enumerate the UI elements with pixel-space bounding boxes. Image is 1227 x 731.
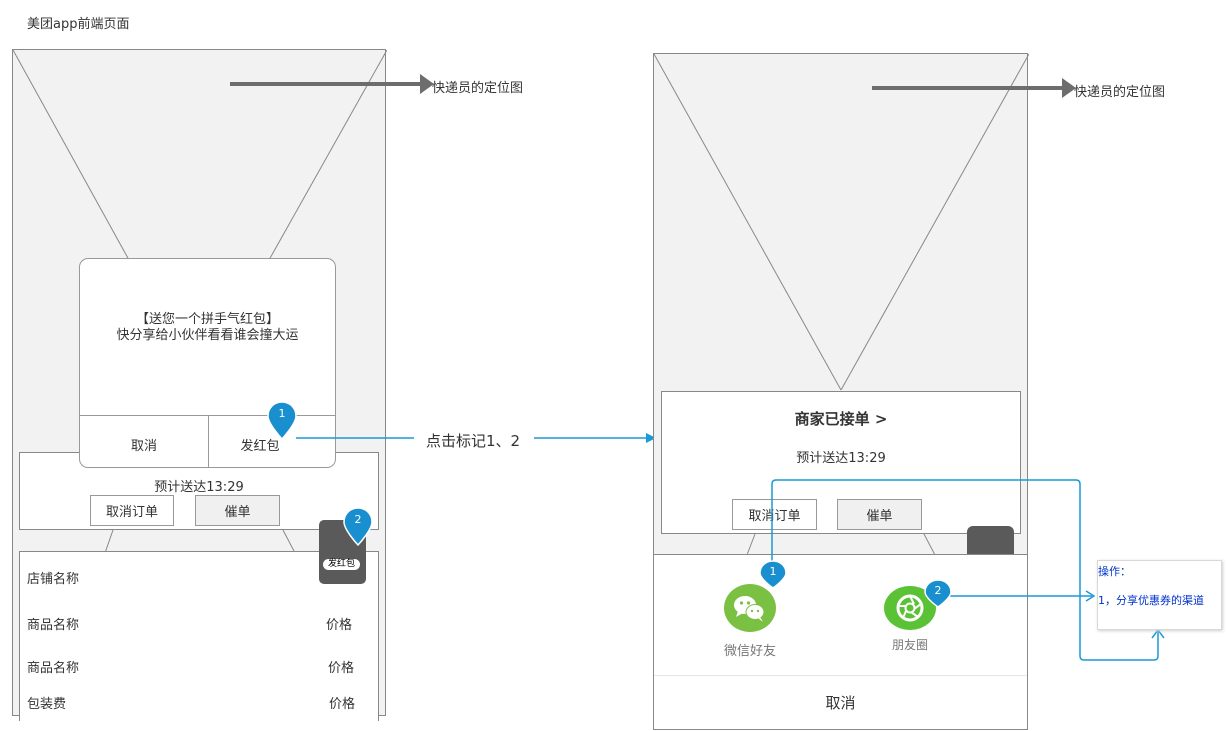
marker-number: 2 [354, 513, 362, 526]
share-moments-label[interactable]: 朋友圈 [891, 638, 928, 652]
page-title: 美团app前端页面 [27, 17, 130, 32]
map-label-left: 快递员的定位图 [432, 81, 524, 96]
list-item-name: 商品名称 [27, 661, 80, 676]
urge-button-right[interactable]: 催单 [837, 499, 922, 530]
list-item-price: 价格 [329, 697, 356, 712]
dialog-send-red-packet-button[interactable]: 发红包 [240, 439, 280, 454]
cancel-order-button-right[interactable]: 取消订单 [732, 499, 817, 530]
list-item-name: 包装费 [27, 697, 67, 712]
urge-button-left[interactable]: 催单 [195, 495, 280, 526]
marker-number: 2 [934, 584, 942, 597]
list-item-price: 价格 [326, 618, 353, 633]
marker-pin-icon [759, 560, 787, 589]
map-placeholder [654, 54, 1029, 556]
list-item-name: 店铺名称 [27, 572, 80, 587]
marker-number: 1 [278, 407, 286, 420]
list-item-name: 商品名称 [27, 618, 80, 633]
dialog-cancel-button[interactable]: 取消 [130, 439, 157, 454]
wechat-icon[interactable] [723, 583, 777, 633]
share-sheet [653, 554, 1028, 730]
red-packet-badge-label: 发红包 [323, 559, 360, 570]
annotation-note: 操作： 1，分享优惠券的渠道 [1097, 560, 1222, 630]
list-item-price: 价格 [328, 661, 355, 676]
map-label-right: 快递员的定位图 [1074, 85, 1166, 100]
marker-pin-icon [267, 401, 297, 441]
moments-icon[interactable] [883, 585, 937, 631]
map-arrow-left [230, 74, 434, 94]
marker-pin-icon [924, 579, 952, 608]
note-title: 操作： [1098, 565, 1131, 578]
share-cancel-button[interactable]: 取消 [825, 694, 856, 712]
note-item: 1，分享优惠券的渠道 [1098, 594, 1204, 607]
float-tab [967, 526, 1014, 556]
share-wechat-label[interactable]: 微信好友 [723, 644, 776, 659]
marker-number: 1 [769, 565, 777, 578]
red-packet-dialog [79, 258, 336, 468]
eta-text-right: 预计送达13:29 [796, 451, 886, 466]
eta-text-left: 预计送达13:29 [154, 480, 244, 495]
order-status-title[interactable]: 商家已接单 > [794, 410, 888, 428]
divider [654, 675, 1027, 676]
dialog-subtitle: 快分享给小伙伴看看谁会撞大运 [116, 328, 299, 343]
flow-arrow [296, 433, 656, 443]
marker-pin-icon [343, 507, 373, 547]
flow-arrow-label: 点击标记1、2 [426, 432, 521, 450]
annotation-connector [771, 479, 1165, 661]
dialog-title: 【送您一个拼手气红包】 [135, 312, 279, 327]
map-arrow-right [872, 78, 1076, 98]
cancel-order-button-left[interactable]: 取消订单 [90, 495, 174, 526]
